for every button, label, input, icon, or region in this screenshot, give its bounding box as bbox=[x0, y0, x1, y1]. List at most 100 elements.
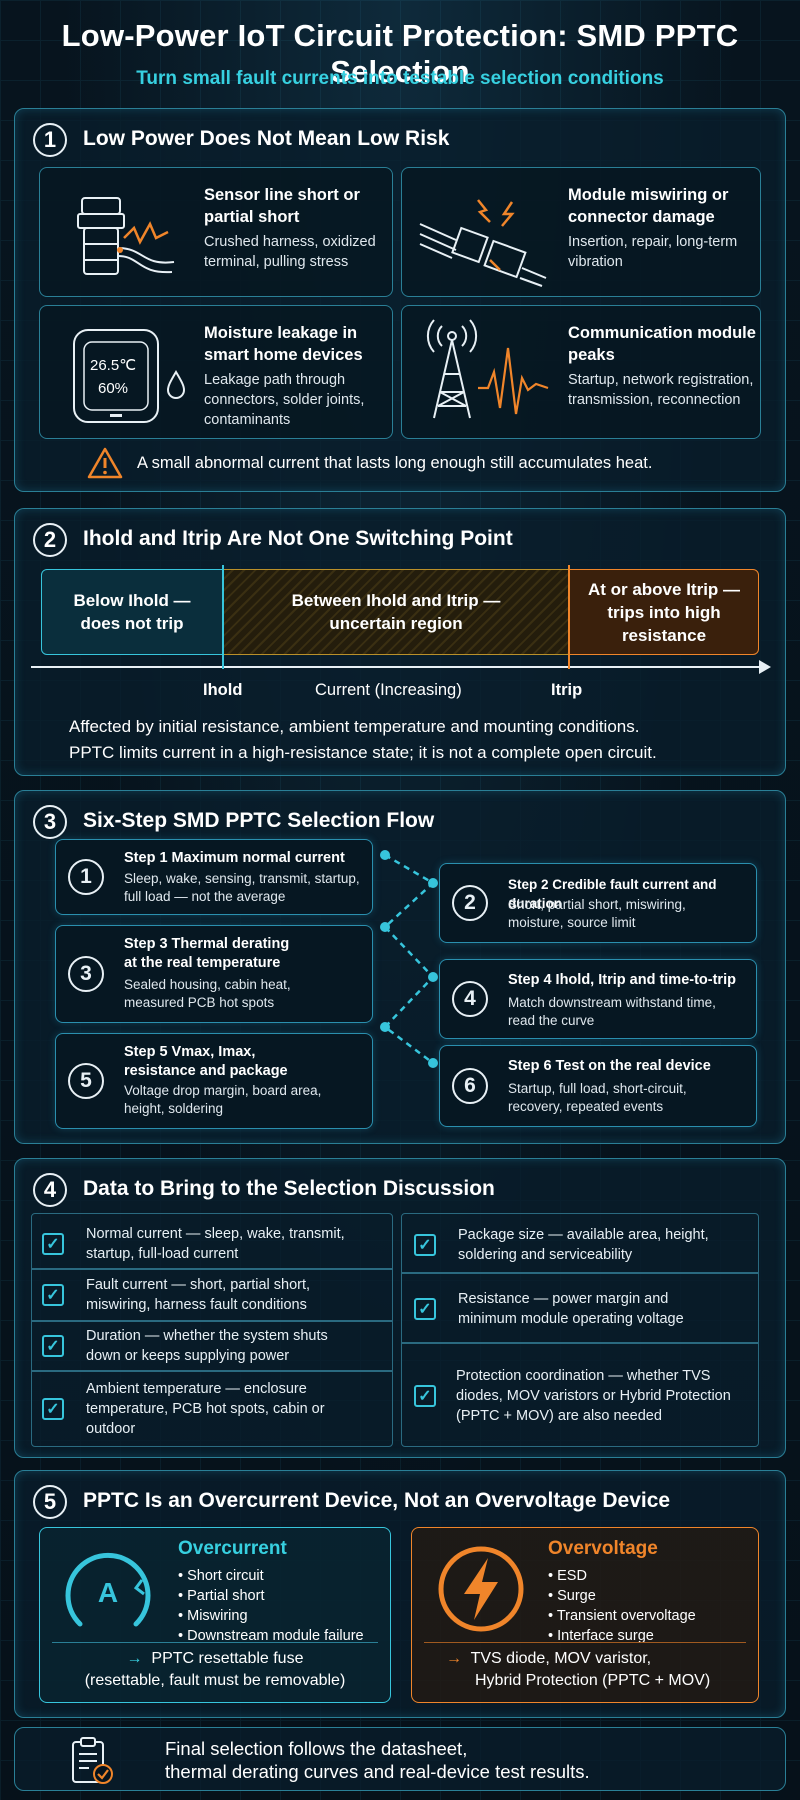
step-3: 3 Step 3 Thermal derating at the real te… bbox=[55, 925, 373, 1023]
solution-line2: (resettable, fault must be removable) bbox=[84, 1672, 346, 1689]
section-title: PPTC Is an Overcurrent Device, Not an Ov… bbox=[83, 1489, 671, 1512]
warning-text: A small abnormal current that lasts long… bbox=[137, 453, 653, 472]
list-item: • ESD bbox=[548, 1568, 587, 1584]
step-1: 1 Step 1 Maximum normal current Sleep, w… bbox=[55, 839, 373, 915]
section-number: 3 bbox=[33, 805, 67, 839]
step-number: 2 bbox=[452, 885, 488, 921]
overvoltage-panel: Overvoltage • ESD • Surge • Transient ov… bbox=[411, 1527, 759, 1703]
step-heading: Step 3 Thermal derating at the real temp… bbox=[124, 936, 290, 971]
risk-card-moisture: 26.5℃ 60% Moisture leakage in smart home… bbox=[39, 305, 393, 439]
step-number: 5 bbox=[68, 1063, 104, 1099]
check-icon: ✓ bbox=[42, 1284, 64, 1306]
step-5: 5 Step 5 Vmax, Imax, resistance and pack… bbox=[55, 1033, 373, 1129]
step-desc: Short, partial short, miswiring, moistur… bbox=[508, 897, 686, 930]
overvoltage-heading: Overvoltage bbox=[548, 1538, 658, 1559]
step-heading: Step 2 Credible fault current and durati… bbox=[508, 877, 717, 911]
checklist-text: Resistance — power margin and minimum mo… bbox=[458, 1291, 684, 1327]
section-title: Ihold and Itrip Are Not One Switching Po… bbox=[83, 527, 513, 550]
section-title: Six-Step SMD PPTC Selection Flow bbox=[83, 809, 435, 832]
section-data-checklist: 4 Data to Bring to the Selection Discuss… bbox=[14, 1158, 786, 1458]
itrip-label: Itrip bbox=[551, 681, 583, 699]
list-item: • Surge bbox=[548, 1588, 596, 1604]
step-heading: Step 6 Test on the real device bbox=[508, 1058, 711, 1074]
overcurrent-heading: Overcurrent bbox=[178, 1538, 287, 1559]
checklist-right: ✓Package size — available area, height, … bbox=[401, 1213, 759, 1447]
section-title: Data to Bring to the Selection Discussio… bbox=[83, 1177, 495, 1200]
step-desc: Voltage drop margin, board area, height,… bbox=[124, 1083, 322, 1116]
section-number: 5 bbox=[33, 1485, 67, 1519]
checklist-item: ✓Package size — available area, height, … bbox=[414, 1220, 718, 1270]
step-heading: Step 5 Vmax, Imax, resistance and packag… bbox=[124, 1044, 288, 1079]
ammeter-gauge-icon: A bbox=[65, 1552, 151, 1627]
flow-connector bbox=[380, 850, 438, 1068]
section-overcurrent-vs-overvoltage: 5 PPTC Is an Overcurrent Device, Not an … bbox=[14, 1470, 786, 1718]
check-icon: ✓ bbox=[414, 1385, 436, 1407]
section-title: Low Power Does Not Mean Low Risk bbox=[83, 127, 450, 150]
arrow-right-icon: → bbox=[126, 1650, 143, 1667]
section-number: 4 bbox=[33, 1173, 67, 1207]
final-text: Final selection follows the datasheet, t… bbox=[165, 1737, 590, 1783]
step-heading: Step 4 Ihold, Itrip and time-to-trip bbox=[508, 972, 736, 988]
page-subtitle: Turn small fault currents into testable … bbox=[136, 68, 664, 89]
note-high-resistance: PPTC limits current in a high-resistance… bbox=[69, 743, 657, 762]
zone-uncertain: Between Ihold and Itrip — uncertain regi… bbox=[223, 569, 569, 655]
gauge-letter: A bbox=[98, 1577, 118, 1608]
note-factors: Affected by initial resistance, ambient … bbox=[69, 717, 640, 736]
check-icon: ✓ bbox=[42, 1335, 64, 1357]
section-number: 1 bbox=[33, 123, 67, 157]
card-heading: Moisture leakage in smart home devices bbox=[204, 324, 363, 364]
checklist-text: Fault current — short, partial short, mi… bbox=[86, 1277, 311, 1313]
list-item: • Transient overvoltage bbox=[548, 1608, 696, 1624]
section-number: 2 bbox=[33, 523, 67, 557]
check-icon: ✓ bbox=[414, 1234, 436, 1256]
current-axis bbox=[31, 666, 765, 668]
final-line2: thermal derating curves and real-device … bbox=[165, 1761, 590, 1782]
check-icon: ✓ bbox=[414, 1298, 436, 1320]
card-desc: Leakage path through connectors, solder … bbox=[204, 372, 365, 428]
overcurrent-panel: A Overcurrent • Short circuit • Partial … bbox=[39, 1527, 391, 1703]
divider bbox=[52, 1642, 378, 1643]
checklist-item: ✓ Protection coordination — whether TVS d… bbox=[414, 1348, 752, 1444]
axis-label: Current (Increasing) bbox=[315, 681, 462, 699]
card-heading: Module miswiring or connector damage bbox=[568, 186, 729, 226]
connector-icon bbox=[419, 199, 547, 287]
checklist-text: Ambient temperature — enclosure temperat… bbox=[86, 1381, 325, 1437]
card-desc: Crushed harness, oxidized terminal, pull… bbox=[204, 234, 376, 270]
list-item: • Downstream module failure bbox=[178, 1628, 364, 1644]
card-desc: Insertion, repair, long-term vibration bbox=[568, 234, 738, 270]
checklist-item: ✓ Ambient temperature — enclosure tempera… bbox=[42, 1374, 346, 1444]
divider bbox=[424, 1642, 746, 1643]
overvoltage-solution: → TVS diode, MOV varistor, Hybrid Protec… bbox=[446, 1648, 710, 1692]
ihold-label: Ihold bbox=[203, 681, 243, 699]
overvoltage-list: • ESD • Surge • Transient overvoltage • … bbox=[548, 1566, 696, 1646]
check-icon: ✓ bbox=[42, 1233, 64, 1255]
overcurrent-list: • Short circuit • Partial short • Miswir… bbox=[178, 1566, 364, 1646]
risk-card-comm-peaks: Communication module peaks Startup, netw… bbox=[401, 305, 761, 439]
final-line1: Final selection follows the datasheet, bbox=[165, 1738, 468, 1759]
ihold-marker bbox=[222, 565, 224, 669]
step-4: 4 Step 4 Ihold, Itrip and time-to-trip M… bbox=[439, 959, 757, 1039]
warning-icon bbox=[87, 447, 123, 479]
step-6: 6 Step 6 Test on the real device Startup… bbox=[439, 1045, 757, 1127]
checklist-item: ✓Duration — whether the system shuts dow… bbox=[42, 1324, 366, 1368]
checklist-left: ✓Normal current — sleep, wake, transmit,… bbox=[31, 1213, 393, 1447]
solution-line1: PPTC resettable fuse bbox=[151, 1650, 304, 1667]
thermostat-icon bbox=[73, 329, 186, 423]
checklist-text: Protection coordination — whether TVS di… bbox=[456, 1368, 731, 1424]
clipboard-check-icon bbox=[72, 1737, 113, 1784]
list-item: • Short circuit bbox=[178, 1568, 264, 1584]
step-desc: Sealed housing, cabin heat, measured PCB… bbox=[124, 977, 291, 1010]
section-ihold-itrip: 2 Ihold and Itrip Are Not One Switching … bbox=[14, 508, 786, 776]
lightning-bolt-icon bbox=[438, 1546, 524, 1632]
screen-temperature: 26.5℃ bbox=[90, 357, 137, 374]
step-number: 1 bbox=[68, 859, 104, 895]
overcurrent-solution: → PPTC resettable fuse (resettable, faul… bbox=[40, 1648, 390, 1692]
check-icon: ✓ bbox=[42, 1398, 64, 1420]
step-desc: Match downstream withstand time, read th… bbox=[508, 995, 716, 1028]
checklist-item: ✓ Resistance — power margin and minimum m… bbox=[414, 1280, 728, 1338]
step-number: 6 bbox=[452, 1068, 488, 1104]
section-selection-flow: 3 Six-Step SMD PPTC Selection Flow 1 Ste… bbox=[14, 790, 786, 1144]
itrip-marker bbox=[568, 565, 570, 669]
checklist-item: ✓ Fault current — short, partial short, m… bbox=[42, 1272, 356, 1318]
solution-line1: TVS diode, MOV varistor, bbox=[470, 1650, 652, 1667]
